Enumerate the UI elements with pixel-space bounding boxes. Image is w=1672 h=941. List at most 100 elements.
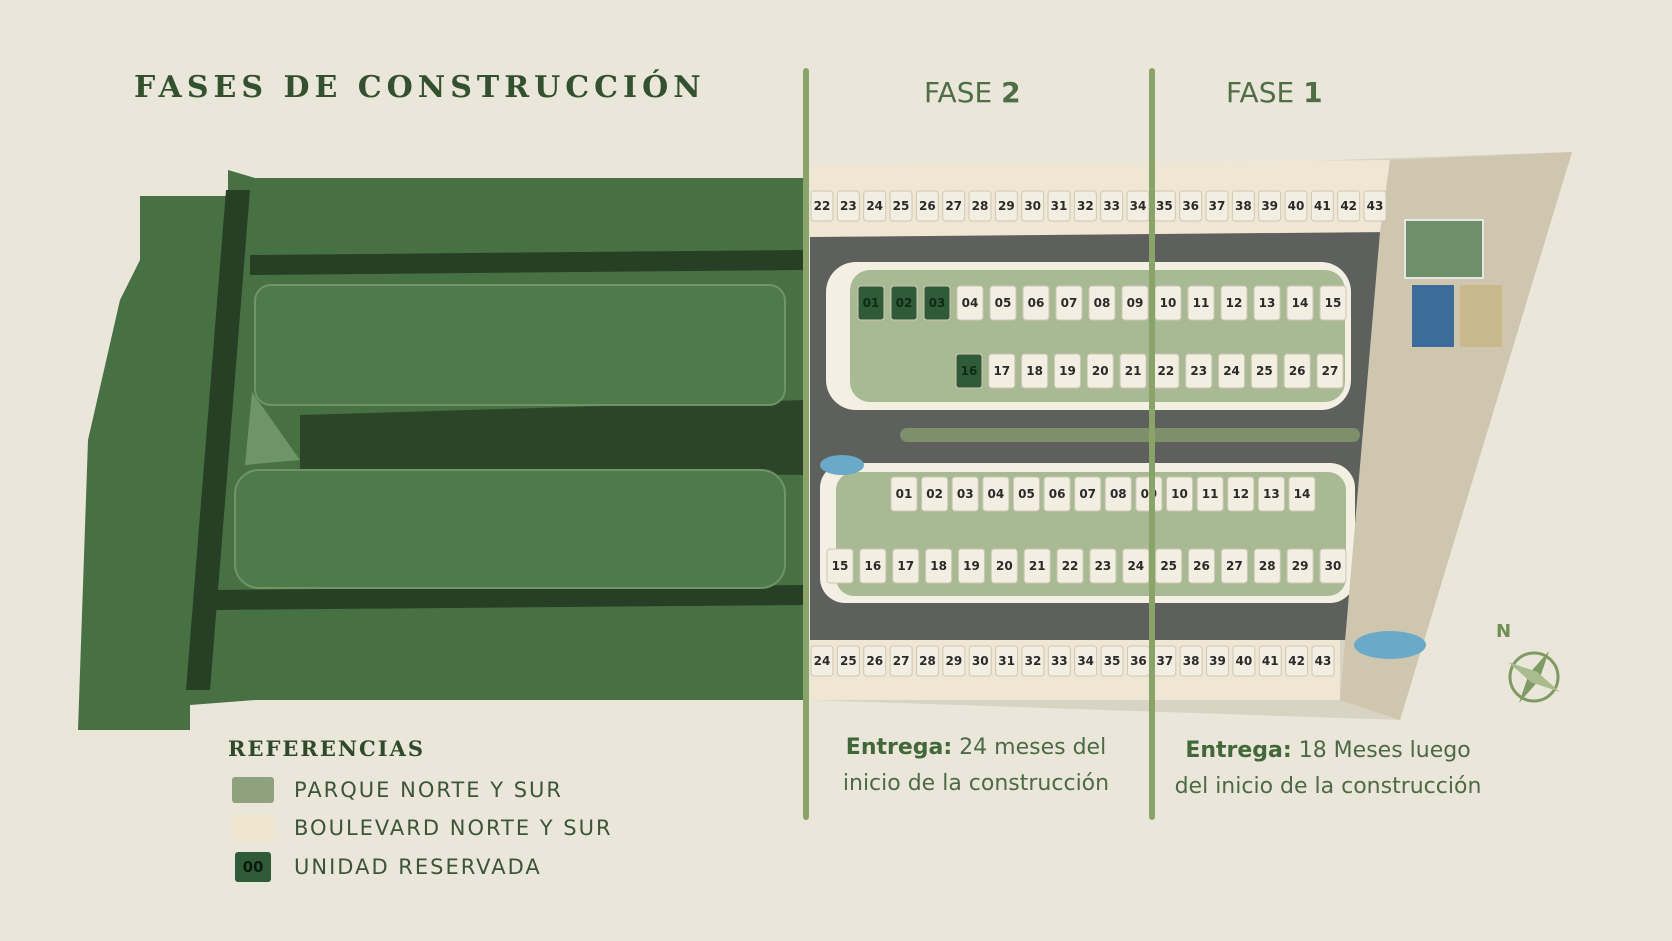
- lot: [1185, 353, 1213, 389]
- lot-number: 02: [926, 487, 943, 501]
- lot: [1053, 353, 1081, 389]
- lot: [1119, 353, 1147, 389]
- lot: [1100, 190, 1124, 222]
- lot: [1166, 476, 1194, 512]
- lot-number: 06: [1049, 487, 1066, 501]
- lot-number: 21: [1125, 364, 1142, 378]
- lot: [1227, 476, 1255, 512]
- lot: [915, 190, 939, 222]
- reserved-badge: 00: [235, 852, 271, 882]
- lot-number: 37: [1209, 199, 1226, 213]
- lot: [889, 645, 913, 677]
- lot-number: 03: [957, 487, 974, 501]
- lot: [989, 285, 1017, 321]
- lot: [810, 645, 834, 677]
- lot: [925, 548, 953, 584]
- lot: [1253, 548, 1281, 584]
- lot-number: 20: [996, 559, 1013, 573]
- overlay-road-mid: [300, 400, 806, 475]
- lot-number: 07: [1061, 296, 1078, 310]
- lot: [956, 285, 984, 321]
- lot: [1074, 645, 1098, 677]
- lot-number: 10: [1171, 487, 1188, 501]
- lot: [1220, 548, 1248, 584]
- lot-number: 08: [1110, 487, 1127, 501]
- phase-2-heading: FASE 2: [924, 76, 1021, 109]
- amenity-area: [1340, 152, 1572, 720]
- lot: [1104, 476, 1132, 512]
- phase-1-delivery-label: Entrega:: [1185, 738, 1292, 763]
- lot-number: 19: [1059, 364, 1076, 378]
- lot-number: 40: [1288, 199, 1305, 213]
- lot-number: 22: [1158, 364, 1175, 378]
- lot-number: 39: [1209, 654, 1226, 668]
- phase-divider-right: [1149, 68, 1155, 820]
- lot-number: 01: [896, 487, 913, 501]
- lot-number: 04: [962, 296, 979, 310]
- lot-number: 43: [1367, 199, 1384, 213]
- page-title: FASES DE CONSTRUCCIÓN: [134, 70, 706, 105]
- lot: [1056, 548, 1084, 584]
- lot-number: 15: [1325, 296, 1342, 310]
- lot: [1288, 476, 1316, 512]
- lot: [1021, 190, 1045, 222]
- lot-number: 15: [832, 559, 849, 573]
- lot: [1023, 548, 1051, 584]
- lot: [1218, 353, 1246, 389]
- lot: [1073, 190, 1097, 222]
- lot-number: 17: [897, 559, 914, 573]
- lot: [995, 645, 1019, 677]
- lot: [1155, 548, 1183, 584]
- lot-number: 08: [1094, 296, 1111, 310]
- legend-label-boulevard: BOULEVARD NORTE Y SUR: [294, 816, 613, 840]
- lot-number: 24: [814, 654, 831, 668]
- legend-title: REFERENCIAS: [228, 736, 426, 761]
- lot-number: 28: [919, 654, 936, 668]
- lot: [1363, 190, 1387, 222]
- lot-number: 24: [866, 199, 883, 213]
- lot-number: 23: [1190, 364, 1207, 378]
- phase-1-delivery: Entrega: 18 Meses luego del inicio de la…: [1163, 733, 1493, 805]
- phase-2-delivery-line2: inicio de la construcción: [842, 771, 1110, 796]
- lot-number: 36: [1182, 199, 1199, 213]
- overlay-road-north: [250, 250, 806, 275]
- lot-number: 25: [1160, 559, 1177, 573]
- lot: [1088, 285, 1116, 321]
- lot: [1100, 645, 1124, 677]
- lot: [1012, 476, 1040, 512]
- lot: [1310, 190, 1334, 222]
- phase-1-heading: FASE 1: [1226, 76, 1323, 109]
- compass-label: N: [1496, 621, 1511, 642]
- lot-number: 23: [1095, 559, 1112, 573]
- lot-number: 33: [1103, 199, 1120, 213]
- lot: [968, 190, 992, 222]
- lot: [1284, 190, 1308, 222]
- lot-number: 14: [1292, 296, 1309, 310]
- lot-number: 24: [1223, 364, 1240, 378]
- lot-number: 18: [930, 559, 947, 573]
- lot: [1285, 645, 1309, 677]
- lot-number: 29: [945, 654, 962, 668]
- lot-number: 31: [998, 654, 1015, 668]
- lot-number: 27: [1322, 364, 1339, 378]
- lot-number: 01: [863, 296, 880, 310]
- lot: [915, 645, 939, 677]
- pool-south: [1354, 631, 1426, 659]
- lot-number: 43: [1315, 654, 1332, 668]
- lot: [957, 548, 985, 584]
- lot-number: 42: [1288, 654, 1305, 668]
- lot: [836, 645, 860, 677]
- lot-number: 30: [1325, 559, 1342, 573]
- lot: [1187, 285, 1215, 321]
- lot: [1021, 645, 1045, 677]
- lot: [1319, 285, 1347, 321]
- legend-label-park: PARQUE NORTE Y SUR: [294, 778, 563, 802]
- lot: [863, 645, 887, 677]
- lot-number: 27: [945, 199, 962, 213]
- phase-1-number: 1: [1303, 76, 1323, 109]
- lot-number: 09: [1127, 296, 1144, 310]
- phase-divider-left: [803, 68, 809, 820]
- lot: [1179, 190, 1203, 222]
- lot: [1258, 645, 1282, 677]
- lot: [1205, 190, 1229, 222]
